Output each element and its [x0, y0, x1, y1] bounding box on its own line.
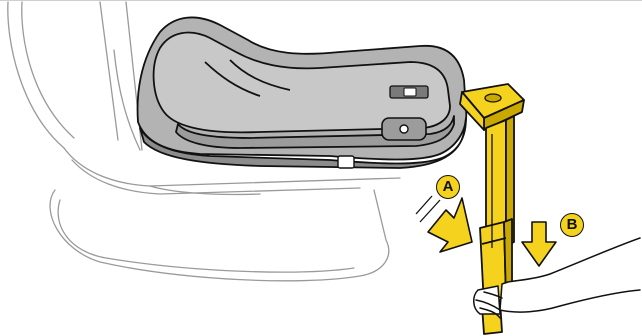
base-clip [338, 156, 354, 168]
callout-a-label: A [443, 175, 454, 199]
release-button-dot [400, 125, 408, 133]
callout-b-label: B [567, 213, 578, 237]
arrow-down-right-icon [416, 196, 472, 252]
support-leg-top-hole [485, 94, 501, 102]
callout-b-badge: B [560, 213, 584, 237]
base-slot-inner [404, 88, 416, 96]
arrow-down-icon [522, 222, 556, 266]
callout-a-badge: A [436, 175, 460, 199]
